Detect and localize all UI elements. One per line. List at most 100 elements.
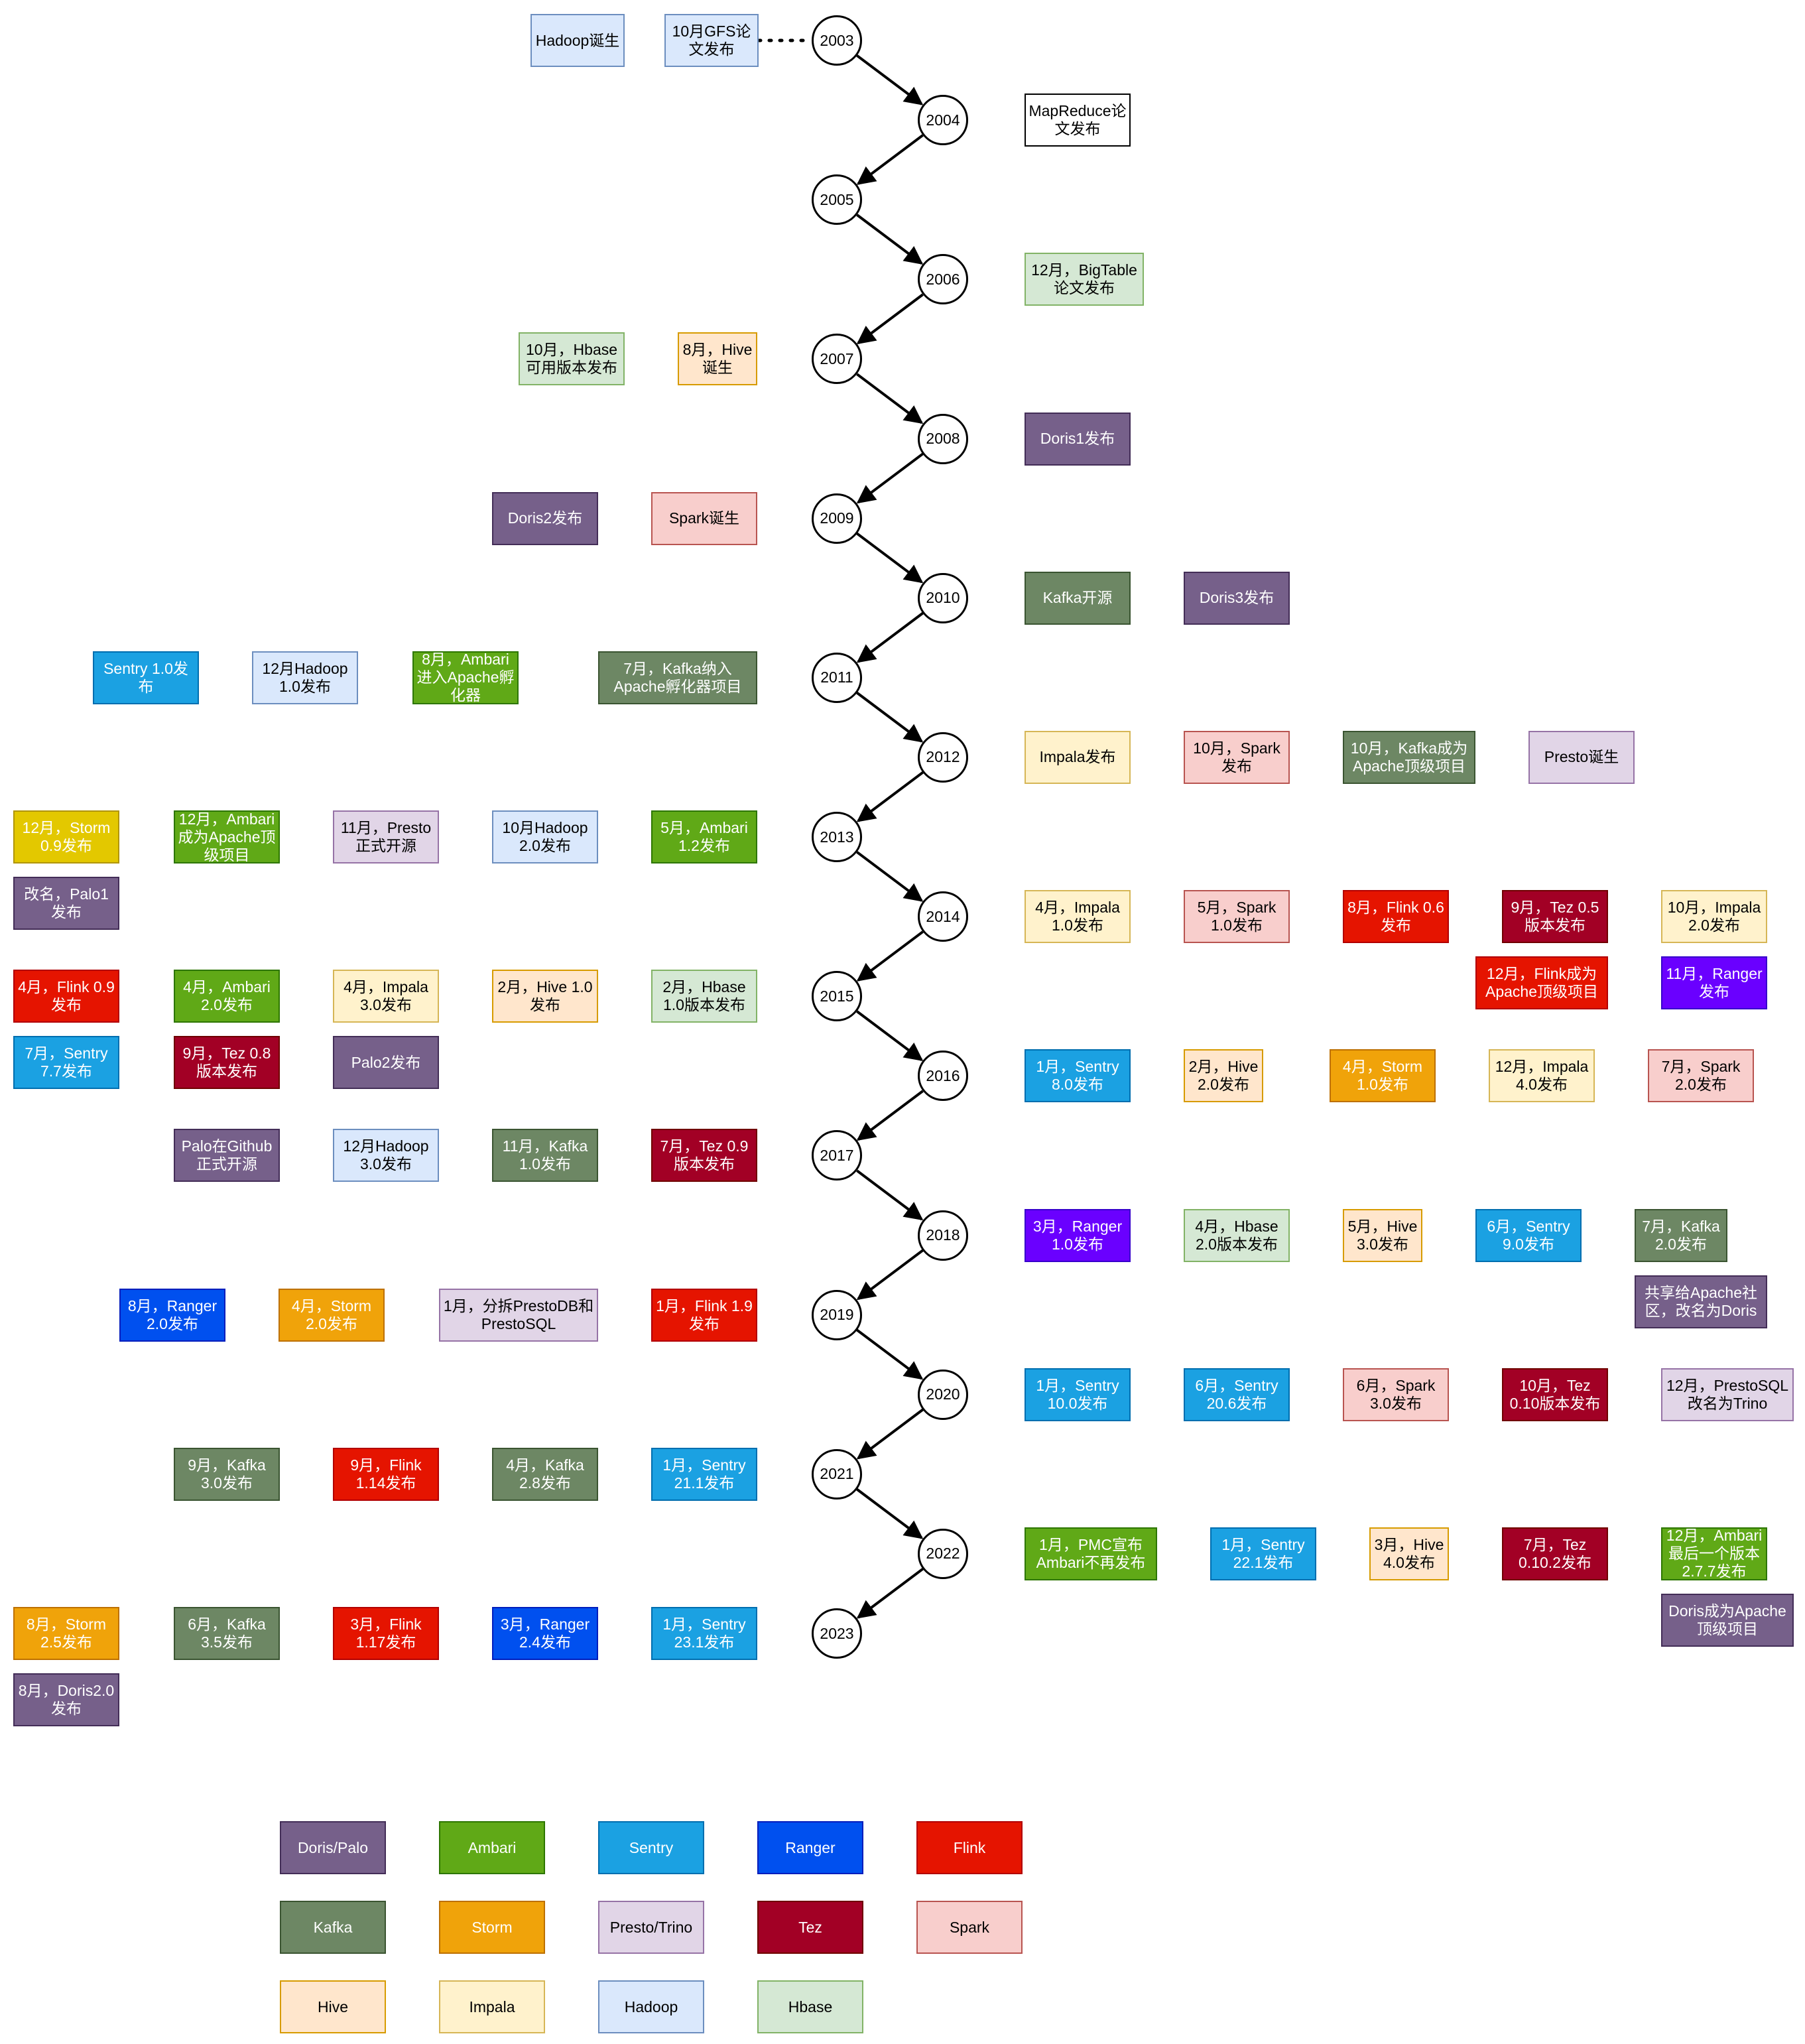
year-node-2015: 2015 (812, 971, 862, 1022)
event-box: 2月，Hbase 1.0版本发布 (651, 970, 757, 1023)
event-box: 7月，Sentry 7.7发布 (13, 1036, 119, 1090)
event-box: 1月，Flink 1.9发布 (651, 1288, 757, 1342)
timeline-arrow (856, 771, 924, 822)
year-node-2007: 2007 (812, 334, 862, 385)
event-box: Palo在Github正式开源 (174, 1129, 280, 1182)
event-box: 12月Hadoop 1.0发布 (252, 651, 358, 704)
year-node-2019: 2019 (812, 1289, 862, 1340)
event-box: 12月，PrestoSQL改名为Trino (1661, 1368, 1794, 1421)
legend-item: Ranger (757, 1821, 863, 1874)
event-box: 12月，Impala 4.0发布 (1489, 1049, 1595, 1103)
year-node-2009: 2009 (812, 493, 862, 544)
event-box: 1月，Sentry 23.1发布 (651, 1607, 757, 1660)
timeline-arrow (856, 1408, 924, 1460)
event-box: Kafka开源 (1025, 571, 1131, 625)
legend-item: Hbase (757, 1980, 863, 2033)
event-box: 1月，分拆PrestoDB和PrestoSQL (439, 1288, 598, 1342)
event-box: 11月，Kafka 1.0发布 (492, 1129, 598, 1182)
event-box: 11月，Ranger发布 (1661, 956, 1767, 1010)
event-box: 10月GFS论文发布 (664, 14, 759, 67)
event-box: 1月，Sentry 10.0发布 (1025, 1368, 1131, 1421)
event-box: 12月，Flink成为Apache顶级项目 (1475, 956, 1608, 1010)
event-box: 4月，Storm 2.0发布 (279, 1288, 385, 1342)
year-node-2016: 2016 (918, 1051, 968, 1102)
event-box: 3月，Hive 4.0发布 (1369, 1527, 1449, 1580)
timeline-arrow (856, 1169, 924, 1221)
event-box: 11月，Presto正式开源 (333, 810, 439, 863)
event-box: 12月，Ambari成为Apache顶级项目 (174, 810, 280, 863)
legend-item: Doris/Palo (280, 1821, 386, 1874)
event-box: 1月，PMC宣布Ambari不再发布 (1025, 1527, 1157, 1580)
timeline-arrow (856, 930, 924, 982)
event-box: 8月，Flink 0.6发布 (1343, 890, 1449, 944)
year-node-2023: 2023 (812, 1608, 862, 1659)
legend-item: Ambari (439, 1821, 545, 1874)
timeline-arrow (856, 452, 924, 504)
year-node-2018: 2018 (918, 1210, 968, 1261)
event-box: 8月，Storm 2.5发布 (13, 1607, 119, 1660)
timeline-arrow (856, 293, 924, 345)
timeline-arrow (856, 1488, 924, 1539)
timeline-arrow (856, 214, 924, 265)
event-box: Sentry 1.0发布 (93, 651, 199, 704)
timeline-arrow (856, 1249, 924, 1301)
event-box: 4月，Impala 1.0发布 (1025, 890, 1131, 944)
timeline-arrow (856, 1568, 924, 1619)
event-box: 7月，Kafka纳入Apache孵化器项目 (598, 651, 757, 704)
year-node-2003: 2003 (812, 15, 862, 66)
event-box: 7月，Tez 0.9版本发布 (651, 1129, 757, 1182)
event-box: Hadoop诞生 (530, 14, 625, 67)
year-node-2011: 2011 (812, 652, 862, 703)
event-box: 9月，Flink 1.14发布 (333, 1447, 439, 1501)
timeline-arrow (856, 692, 924, 743)
legend-item: Flink (916, 1821, 1023, 1874)
event-box: 8月，Ambari进入Apache孵化器 (412, 651, 519, 704)
timeline-arrow (856, 532, 924, 584)
event-box: 10月，Tez 0.10版本发布 (1502, 1368, 1608, 1421)
event-box: 10月Hadoop 2.0发布 (492, 810, 598, 863)
timeline-arrow (856, 1010, 924, 1061)
event-box: MapReduce论文发布 (1025, 94, 1131, 147)
event-box: 4月，Flink 0.9发布 (13, 970, 119, 1023)
timeline-arrow (856, 373, 924, 424)
event-box: 8月，Hive诞生 (678, 332, 757, 386)
year-node-2005: 2005 (812, 174, 862, 225)
year-node-2021: 2021 (812, 1448, 862, 1500)
year-node-2004: 2004 (918, 95, 968, 146)
legend-item: Presto/Trino (598, 1901, 704, 1954)
event-box: 6月，Sentry 20.6发布 (1184, 1368, 1290, 1421)
event-box: 4月，Storm 1.0发布 (1330, 1049, 1436, 1103)
event-box: 1月，Sentry 21.1发布 (651, 1447, 757, 1501)
legend-item: Sentry (598, 1821, 704, 1874)
timeline-arrow (856, 851, 924, 902)
legend-item: Tez (757, 1901, 863, 1954)
event-box: Doris2发布 (492, 491, 598, 545)
event-box: 9月，Tez 0.5版本发布 (1502, 890, 1608, 944)
event-box: 12月Hadoop 3.0发布 (333, 1129, 439, 1182)
legend-item: Spark (916, 1901, 1023, 1954)
event-box: 12月，Storm 0.9发布 (13, 810, 119, 863)
event-box: 8月，Ranger 2.0发布 (119, 1288, 225, 1342)
event-box: 4月，Kafka 2.8发布 (492, 1447, 598, 1501)
event-box: 10月，Spark发布 (1184, 730, 1290, 784)
event-box: 3月，Flink 1.17发布 (333, 1607, 439, 1660)
legend-item: Impala (439, 1980, 545, 2033)
timeline-arrow (856, 611, 924, 663)
event-box: 1月，Sentry 22.1发布 (1210, 1527, 1316, 1580)
event-box: 10月，Hbase可用版本发布 (519, 332, 625, 386)
event-box: 改名，Palo1发布 (13, 877, 119, 930)
legend-item: Hadoop (598, 1980, 704, 2033)
event-box: 6月，Spark 3.0发布 (1343, 1368, 1449, 1421)
event-box: 6月，Kafka 3.5发布 (174, 1607, 280, 1660)
event-box: 10月，Impala 2.0发布 (1661, 890, 1767, 944)
event-box: 2月，Hive 2.0发布 (1184, 1049, 1263, 1103)
timeline-arrow (856, 1328, 924, 1380)
event-box: Doris1发布 (1025, 412, 1131, 466)
event-box: 12月，BigTable论文发布 (1025, 253, 1144, 306)
event-box: Spark诞生 (651, 491, 757, 545)
event-box: 7月，Spark 2.0发布 (1648, 1049, 1754, 1103)
event-box: Doris成为Apache顶级项目 (1661, 1593, 1794, 1647)
timeline-arrow (856, 134, 924, 185)
year-node-2020: 2020 (918, 1369, 968, 1420)
year-node-2012: 2012 (918, 732, 968, 783)
